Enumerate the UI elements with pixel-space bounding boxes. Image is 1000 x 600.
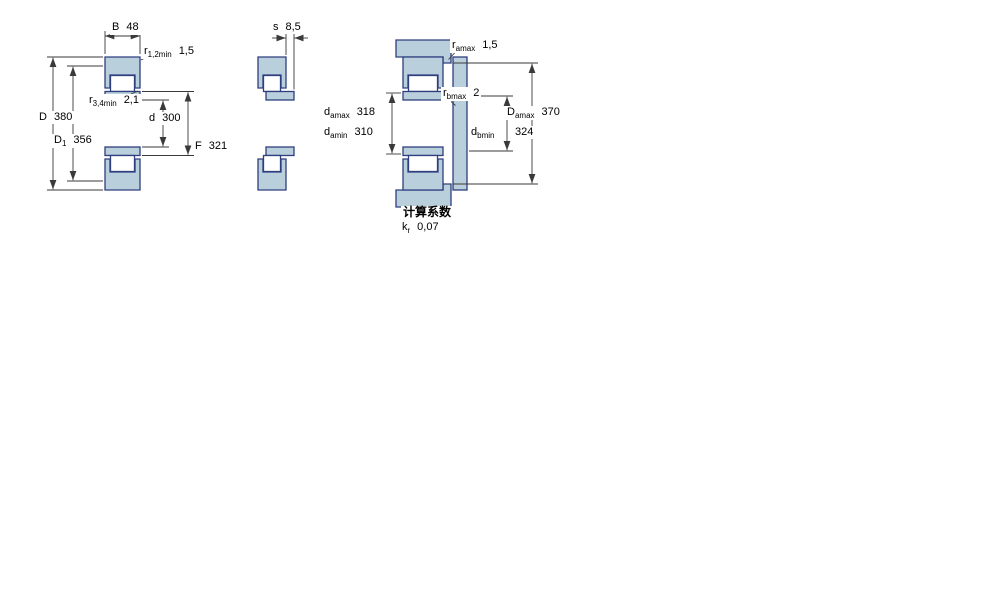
label-sub: r xyxy=(407,226,411,236)
label-value: 380 xyxy=(53,111,73,123)
label-value: 356 xyxy=(73,134,92,146)
label-db-min: dbmin xyxy=(469,126,497,141)
label-value: 0,07 xyxy=(417,221,439,233)
label-value: 1,5 xyxy=(482,39,498,51)
label-rb-max: rbmax 2 xyxy=(441,87,482,102)
roller-top xyxy=(109,74,136,93)
label-value: 2,1 xyxy=(123,94,139,106)
label-outer-D: D 380 xyxy=(37,111,75,124)
inner-ring-bottom xyxy=(265,146,295,157)
label-base: D xyxy=(54,134,62,146)
label-da-min: damin 310 xyxy=(322,126,375,141)
inner-ring-bottom xyxy=(402,146,444,157)
label-r34min: r3,4min 2,1 xyxy=(87,94,141,109)
right-view xyxy=(386,39,538,208)
shaft-shoulder xyxy=(452,56,468,191)
leader-rb xyxy=(450,101,456,106)
label-base: D xyxy=(507,106,515,118)
label-value: 48 xyxy=(126,21,139,33)
label-db-value: 324 xyxy=(513,126,536,139)
label-value: 324 xyxy=(515,126,534,138)
label-F: F 321 xyxy=(193,140,230,153)
roller-top xyxy=(407,74,439,93)
label-sub: 1 xyxy=(61,139,67,149)
label-base: D xyxy=(39,111,47,123)
leader-r34 xyxy=(130,90,139,95)
label-sub: 1,2min xyxy=(147,50,172,60)
label-sub: amax xyxy=(330,111,350,121)
label-text: 计算系数 xyxy=(403,205,452,219)
label-value: 2 xyxy=(473,87,480,99)
leader-ra xyxy=(448,52,456,60)
label-bore-d: d 300 xyxy=(147,112,183,125)
label-r12min: r1,2min 1,5 xyxy=(142,45,196,60)
label-Da-max: Damax 370 xyxy=(505,106,562,121)
label-base: B xyxy=(112,21,120,33)
label-base: r xyxy=(452,39,456,51)
label-sub: amax xyxy=(455,44,476,54)
outer-ring-bottom xyxy=(104,158,141,191)
label-base: d xyxy=(324,126,331,138)
label-base: d xyxy=(324,106,331,118)
inner-ring-top xyxy=(402,90,444,101)
label-sub: bmin xyxy=(477,131,495,141)
label-value: 370 xyxy=(541,106,560,118)
label-width-B: B 48 xyxy=(110,21,141,36)
label-base: d xyxy=(149,112,156,124)
label-value: 321 xyxy=(208,140,228,152)
label-base: d xyxy=(471,126,478,138)
middle-view xyxy=(257,32,308,191)
label-sub: 3,4min xyxy=(92,99,117,109)
outer-ring-bottom xyxy=(257,158,287,191)
label-base: r xyxy=(89,94,93,106)
label-s: s 8,5 xyxy=(271,21,303,34)
outer-ring-bottom xyxy=(402,158,444,191)
label-base: r xyxy=(443,87,447,99)
label-calculation-factors-header: 计算系数 xyxy=(401,205,454,219)
label-D1: D1 356 xyxy=(52,134,94,149)
label-sub: amin xyxy=(330,131,348,141)
label-sub: bmax xyxy=(446,92,467,102)
inner-ring-bottom xyxy=(104,146,141,157)
label-value: 8,5 xyxy=(285,21,301,33)
roller-top xyxy=(262,74,282,93)
label-base: F xyxy=(195,140,202,152)
label-base: s xyxy=(273,21,279,33)
label-sub: amax xyxy=(514,111,535,121)
label-value: 1,5 xyxy=(178,45,194,57)
label-value: 300 xyxy=(162,112,181,124)
label-value: 310 xyxy=(354,126,373,138)
label-kr-factor: kr 0,07 xyxy=(400,221,441,236)
roller-bottom xyxy=(109,154,136,173)
roller-bottom xyxy=(407,154,439,173)
label-value: 318 xyxy=(356,106,376,118)
label-base: r xyxy=(144,45,148,57)
roller-bottom xyxy=(262,154,282,173)
label-ra-max: ramax 1,5 xyxy=(450,39,500,54)
label-da-max: damax 318 xyxy=(322,106,378,121)
label-base: k xyxy=(402,221,408,233)
inner-ring-top xyxy=(265,90,295,101)
